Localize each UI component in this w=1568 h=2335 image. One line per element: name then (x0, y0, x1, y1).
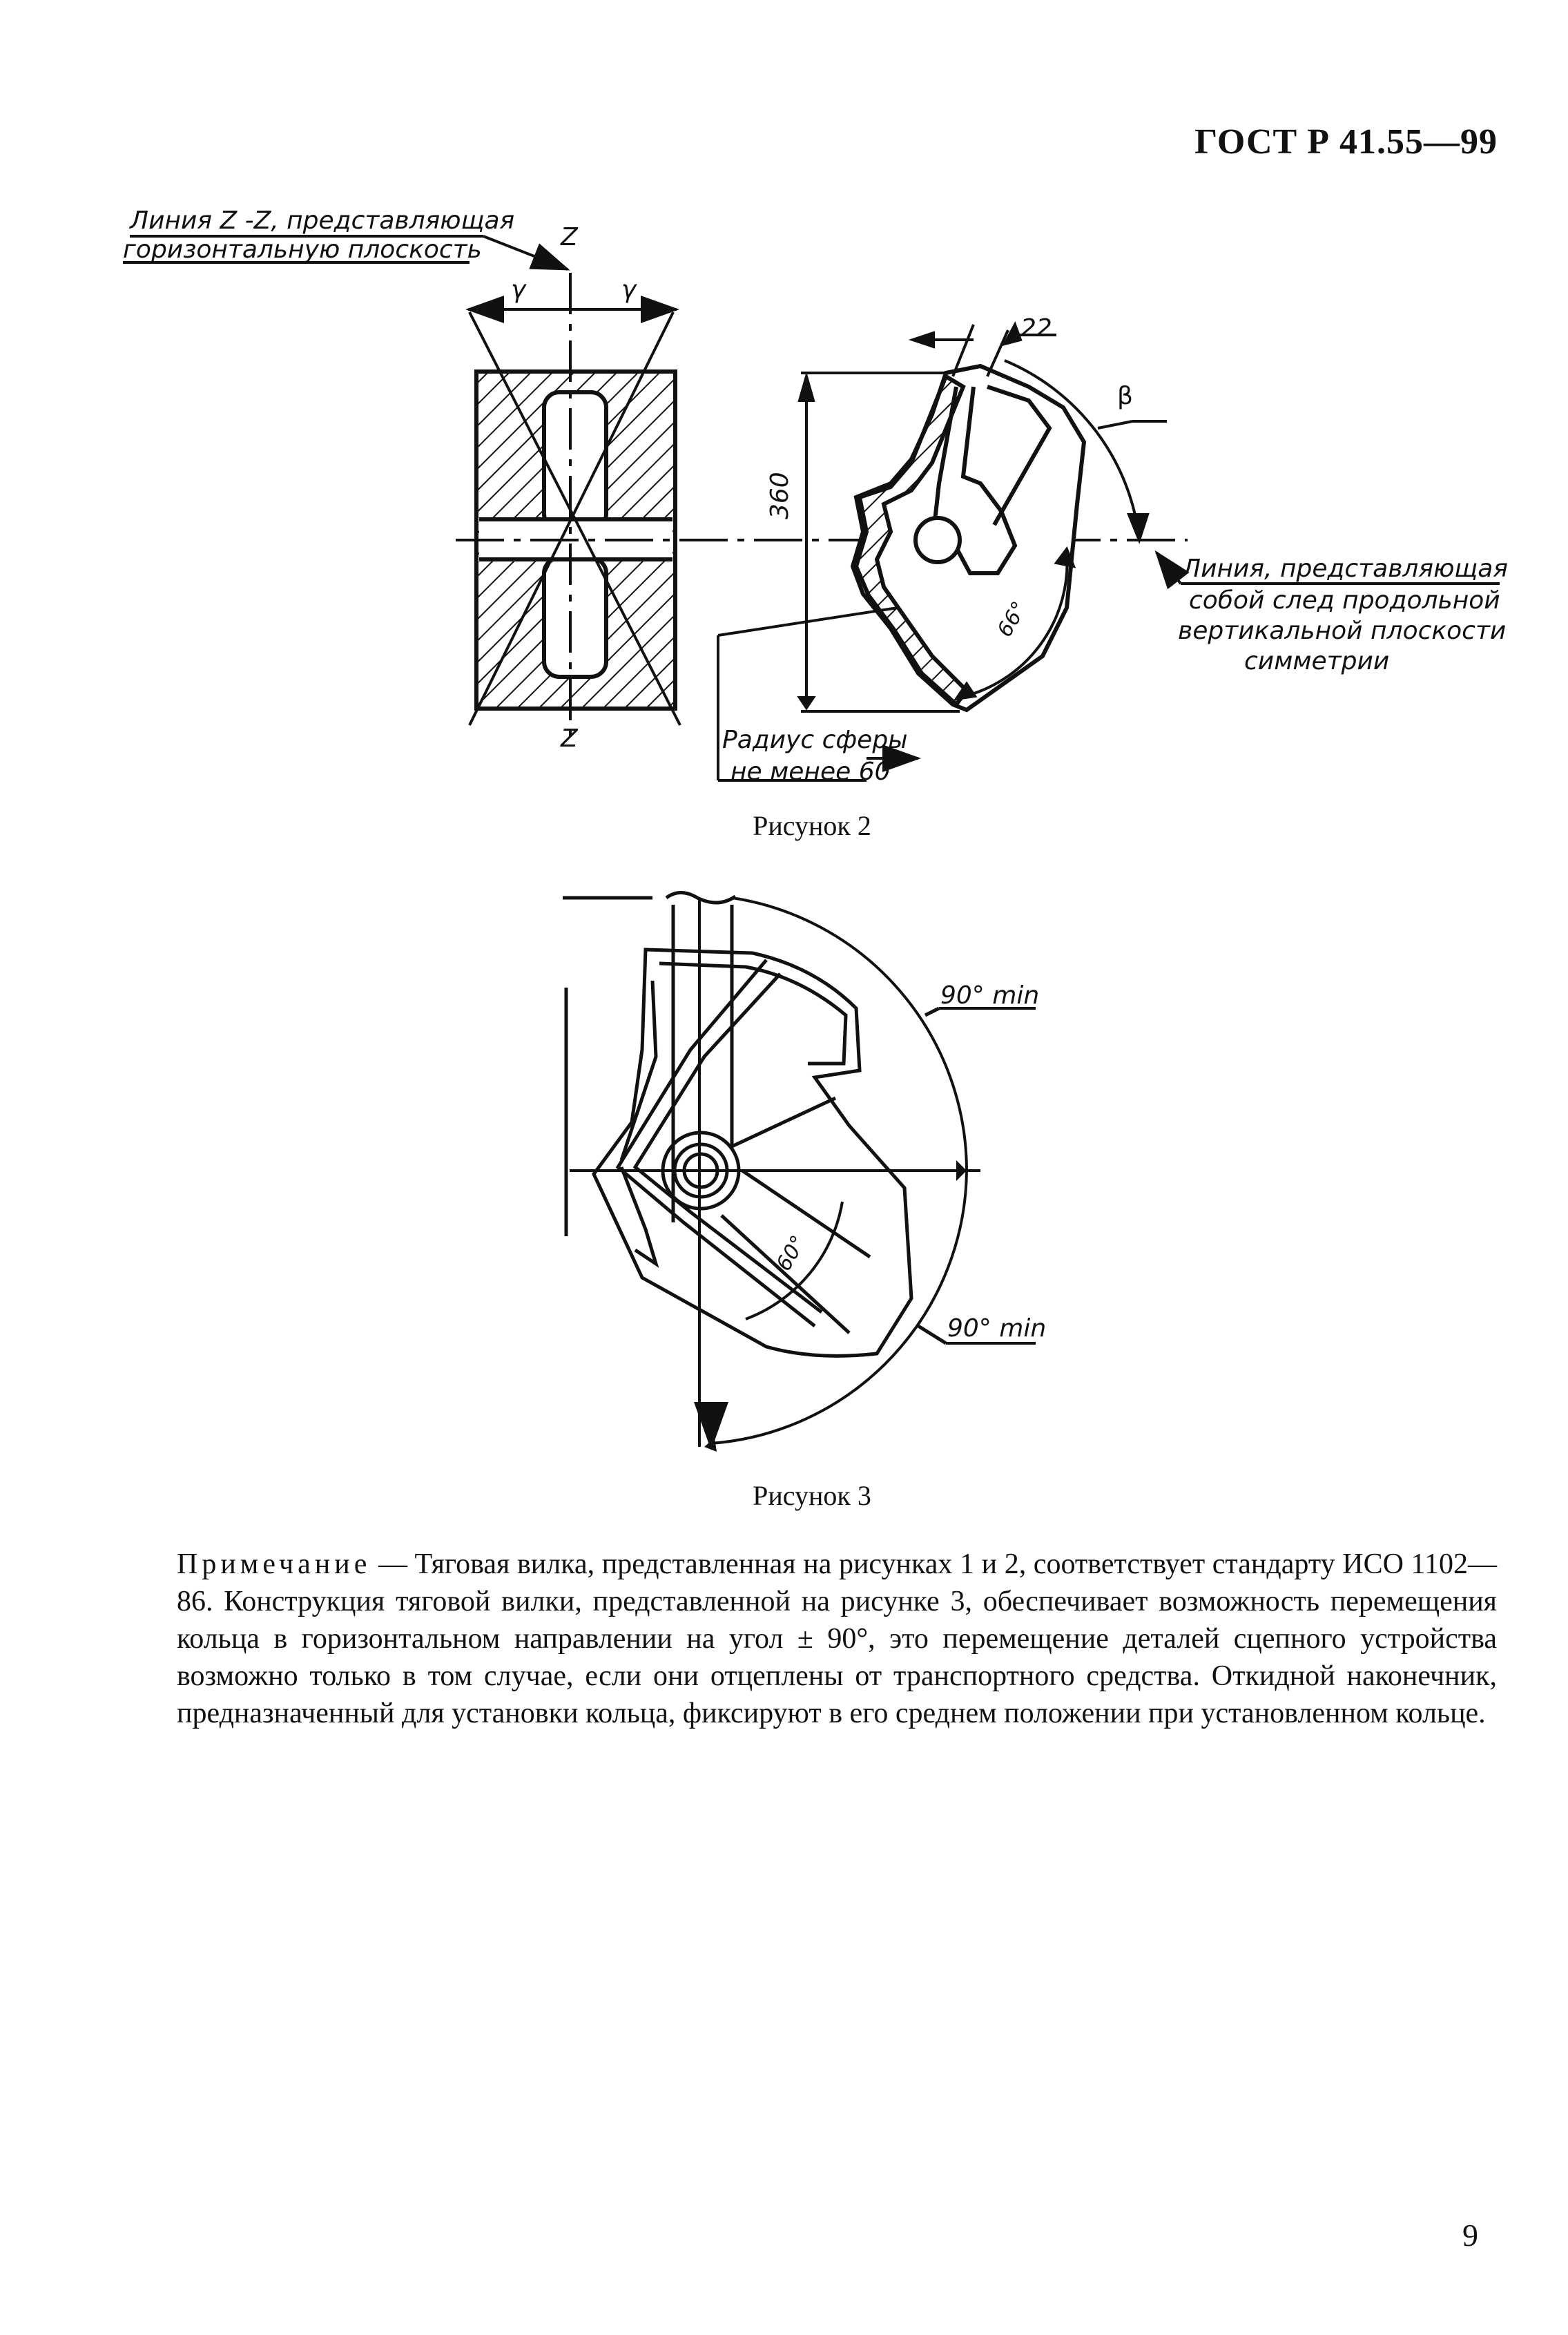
dim-360 (797, 371, 960, 713)
sphere-leader (717, 606, 921, 782)
fork-body (592, 948, 913, 1358)
angle-66-arc (953, 546, 1076, 701)
document-code: ГОСТ Р 41.55—99 (1194, 122, 1498, 162)
dim-22 (908, 321, 1056, 377)
z-top-label: Z (561, 223, 578, 251)
beta-arc (1004, 359, 1167, 544)
figure-2-caption: Рисунок 2 (753, 810, 871, 841)
figure-3-caption: Рисунок 3 (753, 1480, 871, 1511)
fork-head (850, 363, 1087, 713)
note-paragraph: Примечание — Тяговая вилка, представленн… (177, 1546, 1497, 1732)
beta-label: β (1117, 382, 1133, 410)
vertical-plane-line2: собой след продольной (1189, 586, 1500, 615)
zz-leader (123, 235, 570, 271)
vertical-plane-line3: вертикальной плоскости (1178, 617, 1507, 645)
sphere-label-line1: Радиус сферы (722, 726, 908, 754)
z-axis (465, 273, 681, 738)
note-text: — Тяговая вилка, представленная на рисун… (177, 1548, 1497, 1729)
angle-90-top-label: 90° min (940, 981, 1040, 1010)
gamma-left-label: γ (511, 276, 526, 304)
gamma-right-label: γ (621, 276, 637, 304)
figure-3-drawing (563, 891, 1036, 1452)
vertical-plane-line4: симметрии (1244, 647, 1390, 675)
note-prefix: Примечание (177, 1548, 371, 1580)
swing-arc (710, 896, 969, 1445)
vertical-plane-leader (1154, 550, 1500, 590)
vertical-plane-line1: Линия, представляющая (1182, 555, 1509, 583)
page-number: 9 (1462, 2218, 1478, 2253)
zz-label-line2: горизонтальную плоскость (123, 236, 482, 264)
figure-2-drawing (123, 235, 1500, 782)
angle-60-arc (745, 1201, 844, 1320)
dim-22-label: 22 (1020, 314, 1052, 343)
angle-90-bottom-label: 90° min (947, 1314, 1047, 1343)
z-bottom-label: Z (561, 724, 578, 753)
sphere-label-line2: не менее 60 (730, 758, 891, 786)
zz-label-line1: Линия Z -Z, представляющая (130, 206, 515, 235)
